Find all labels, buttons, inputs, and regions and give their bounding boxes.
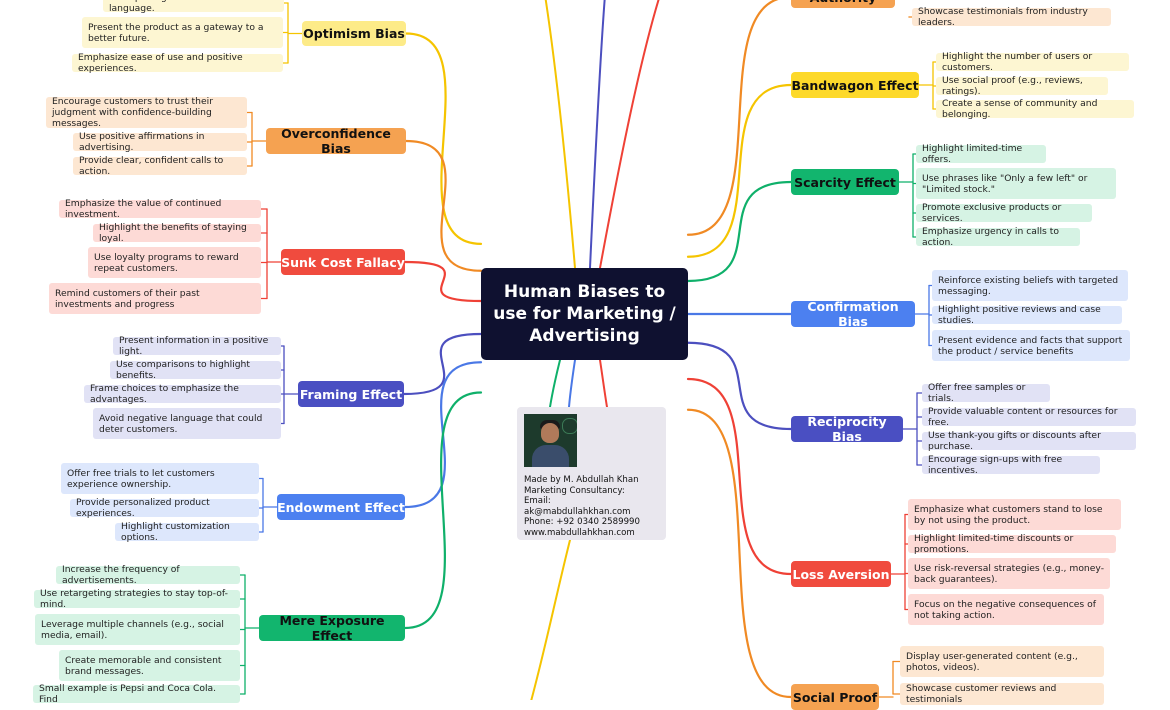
leaf-confirmation-bias-2: Highlight positive reviews and case stud… xyxy=(932,304,1122,326)
leaf-framing-effect-3: Frame choices to emphasize the advantage… xyxy=(84,383,281,405)
leaf-sunk-cost-fallacy-3: Use loyalty programs to reward repeat cu… xyxy=(88,247,261,278)
leaf-bandwagon-effect-1: Highlight the number of users or custome… xyxy=(936,51,1129,73)
credit-line-email: Email: ak@mabdullahkhan.com xyxy=(524,496,631,517)
leaf-optimism-bias-2: Present the product as a gateway to a be… xyxy=(82,17,283,48)
node-mere-exposure-effect: Mere Exposure Effect xyxy=(259,613,405,643)
leaf-confirmation-bias-3: Present evidence and facts that support … xyxy=(932,330,1130,361)
leaf-loss-aversion-2: Highlight limited-time discounts or prom… xyxy=(908,533,1116,555)
leaf-mere-exposure-effect-1: Increase the frequency of advertisements… xyxy=(56,564,240,586)
leaf-reciprocity-bias-1: Offer free samples or trials. xyxy=(922,382,1050,404)
node-bandwagon-effect: Bandwagon Effect xyxy=(791,72,919,98)
connector-authority xyxy=(686,0,779,236)
connector-reciprocity-bias xyxy=(686,341,793,431)
node-optimism-bias: Optimism Bias xyxy=(302,21,406,46)
leaf-overconfidence-bias-3: Provide clear, confident calls to action… xyxy=(73,155,247,177)
leaf-mere-exposure-effect-4: Create memorable and consistent brand me… xyxy=(59,650,240,681)
leaf-endowment-effect-3: Highlight customization options. xyxy=(115,521,259,543)
credit-card: Made by M. Abdullah Khan Marketing Consu… xyxy=(517,407,666,540)
leaf-optimism-bias-1: Use uplifting and motivational language. xyxy=(103,0,284,14)
central-topic: Human Biases to use for Marketing / Adve… xyxy=(481,268,688,360)
leaf-loss-aversion-4: Focus on the negative consequences of no… xyxy=(908,594,1104,625)
leaf-bandwagon-effect-3: Create a sense of community and belongin… xyxy=(936,98,1134,120)
decor-connector-0 xyxy=(544,0,576,269)
leaf-scarcity-effect-1: Highlight limited-time offers. xyxy=(916,143,1046,165)
leaf-bandwagon-effect-2: Use social proof (e.g., reviews, ratings… xyxy=(936,75,1108,97)
connector-social-proof xyxy=(686,408,793,699)
leaf-endowment-effect-1: Offer free trials to let customers exper… xyxy=(61,463,259,494)
leaf-mere-exposure-effect-5: Small example is Pepsi and Coca Cola. Fi… xyxy=(33,683,240,705)
decor-connector-5 xyxy=(568,359,576,408)
node-endowment-effect: Endowment Effect xyxy=(277,494,405,520)
decor-connector-1 xyxy=(589,0,606,269)
node-social-proof: Social Proof xyxy=(791,684,879,710)
portrait-photo-icon xyxy=(524,414,577,467)
node-loss-aversion: Loss Aversion xyxy=(791,561,891,587)
leaf-reciprocity-bias-2: Provide valuable content or resources fo… xyxy=(922,406,1136,428)
connector-sunk-cost-fallacy xyxy=(403,260,483,303)
credit-line-phone: Phone: +92 0340 2589990 xyxy=(524,517,640,527)
decor-connector-6 xyxy=(599,359,608,408)
node-scarcity-effect: Scarcity Effect xyxy=(791,169,899,195)
node-authority: Authority xyxy=(791,0,895,8)
connector-optimism-bias xyxy=(404,32,483,245)
connector-mere-exposure-effect xyxy=(403,391,483,630)
leaf-mere-exposure-effect-2: Use retargeting strategies to stay top-o… xyxy=(34,588,240,610)
leaf-sunk-cost-fallacy-1: Emphasize the value of continued investm… xyxy=(59,198,261,220)
credit-line-company: Marketing Consultancy: xyxy=(524,485,625,496)
connector-framing-effect xyxy=(402,332,483,396)
node-sunk-cost-fallacy: Sunk Cost Fallacy xyxy=(281,249,405,275)
leaf-reciprocity-bias-3: Use thank-you gifts or discounts after p… xyxy=(922,430,1136,452)
leaf-social-proof-1: Display user-generated content (e.g., ph… xyxy=(900,646,1104,677)
leaf-reciprocity-bias-4: Encourage sign-ups with free incentives. xyxy=(922,454,1100,476)
leaf-framing-effect-4: Avoid negative language that could deter… xyxy=(93,408,281,439)
connector-overconfidence-bias xyxy=(404,139,483,272)
decor-connector-3 xyxy=(530,539,571,700)
leaf-loss-aversion-3: Use risk-reversal strategies (e.g., mone… xyxy=(908,558,1110,589)
leaf-scarcity-effect-2: Use phrases like "Only a few left" or "L… xyxy=(916,168,1116,199)
node-overconfidence-bias: Overconfidence Bias xyxy=(266,126,406,156)
leaf-mere-exposure-effect-3: Leverage multiple channels (e.g., social… xyxy=(35,614,240,645)
leaf-social-proof-2: Showcase customer reviews and testimonia… xyxy=(900,683,1104,705)
decor-connector-2 xyxy=(599,0,660,269)
leaf-sunk-cost-fallacy-4: Remind customers of their past investmen… xyxy=(49,283,261,314)
leaf-overconfidence-bias-2: Use positive affirmations in advertising… xyxy=(73,131,247,153)
leaf-overconfidence-bias-1: Encourage customers to trust their judgm… xyxy=(46,96,247,129)
leaf-sunk-cost-fallacy-2: Highlight the benefits of staying loyal. xyxy=(93,222,261,244)
leaf-optimism-bias-3: Emphasize ease of use and positive exper… xyxy=(72,52,283,74)
credit-line-website: www.mabdullahkhan.com xyxy=(524,527,635,538)
node-reciprocity-bias: Reciprocity Bias xyxy=(791,414,903,444)
leaf-endowment-effect-2: Provide personalized product experiences… xyxy=(70,497,259,519)
decor-connector-4 xyxy=(549,359,561,408)
leaf-confirmation-bias-1: Reinforce existing beliefs with targeted… xyxy=(932,270,1128,301)
leaf-scarcity-effect-3: Promote exclusive products or services. xyxy=(916,202,1092,224)
connector-scarcity-effect xyxy=(686,180,793,283)
leaf-loss-aversion-1: Emphasize what customers stand to lose b… xyxy=(908,499,1121,530)
connector-bandwagon-effect xyxy=(686,83,793,258)
leaf-framing-effect-2: Use comparisons to highlight benefits. xyxy=(110,359,281,381)
node-confirmation-bias: Confirmation Bias xyxy=(791,299,915,329)
leaf-authority-1: Showcase testimonials from industry lead… xyxy=(912,6,1111,28)
node-framing-effect: Framing Effect xyxy=(298,381,404,407)
credit-line-name: Made by M. Abdullah Khan xyxy=(524,475,639,485)
connector-loss-aversion xyxy=(686,377,793,576)
leaf-framing-effect-1: Present information in a positive light. xyxy=(113,335,281,357)
leaf-scarcity-effect-4: Emphasize urgency in calls to action. xyxy=(916,226,1080,248)
